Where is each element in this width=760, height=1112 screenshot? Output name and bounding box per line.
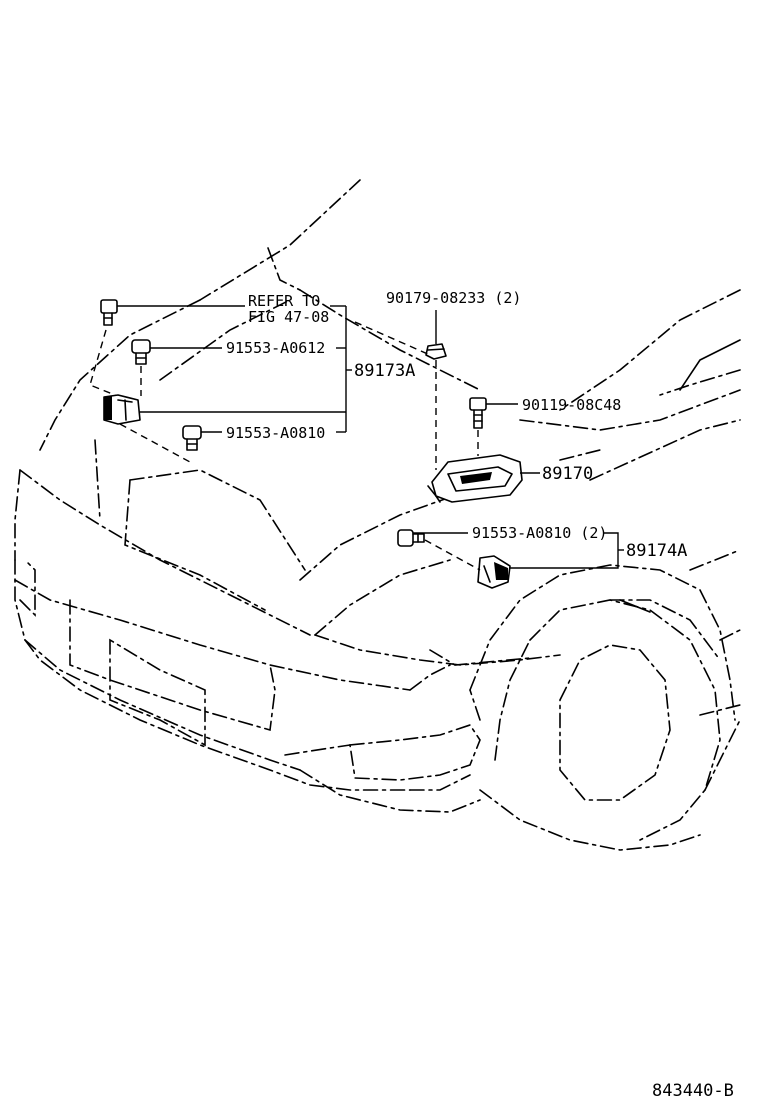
label-screw-a0612: 91553-A0612 xyxy=(226,339,325,357)
screw-a0810-right-icon xyxy=(397,529,425,547)
label-refer-line2: FIG 47-08 xyxy=(248,308,329,326)
bolt-08c48-icon xyxy=(469,397,487,429)
part-labels: REFER TO FIG 47-08 91553-A0612 89173A 91… xyxy=(226,289,734,1101)
figure-number: 843440-B xyxy=(652,1081,734,1101)
assembly-lines xyxy=(89,321,481,571)
label-bolt-08c48: 90119-08C48 xyxy=(522,396,621,414)
label-screw-a0810-left: 91553-A0810 xyxy=(226,424,325,442)
label-screw-a0810-right: 91553-A0810 (2) xyxy=(472,524,607,542)
front-sensor-left-icon xyxy=(103,394,141,425)
label-refer-line1: REFER TO xyxy=(248,292,320,310)
screw-a0810-left-icon xyxy=(182,425,202,451)
nut-08233-icon xyxy=(425,343,447,360)
vehicle-outline xyxy=(14,179,741,851)
label-sensor-89170: 89170 xyxy=(542,464,593,484)
label-sensor-89173a: 89173A xyxy=(354,361,415,381)
screw-refer-icon xyxy=(100,299,118,326)
label-nut-08233: 90179-08233 (2) xyxy=(386,289,521,307)
airbag-sensor-center-icon xyxy=(427,454,523,503)
front-sensor-right-icon xyxy=(477,555,511,589)
screw-a0612-icon xyxy=(131,339,151,365)
leader-lines xyxy=(117,305,624,569)
label-sensor-89174a: 89174A xyxy=(626,541,687,561)
